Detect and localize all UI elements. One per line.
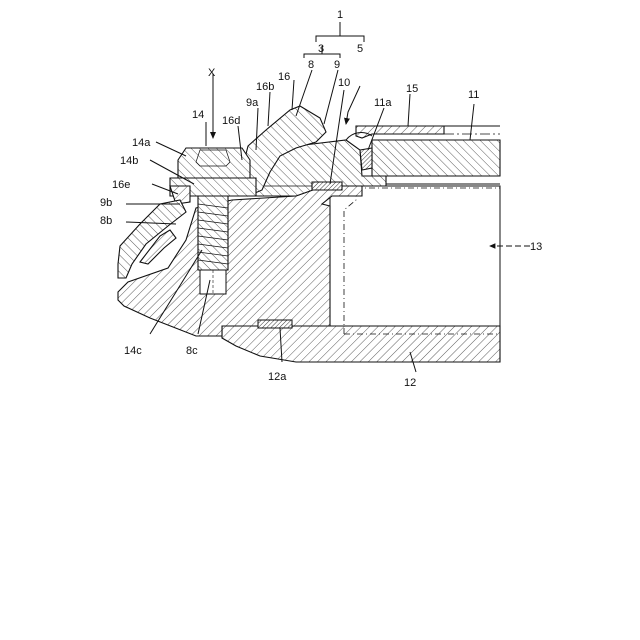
part-13-chamber: [330, 186, 500, 326]
label-x: X: [208, 67, 216, 79]
label-9b: 9b: [100, 197, 112, 209]
label-13: 13: [530, 241, 542, 253]
label-9: 9: [334, 59, 340, 71]
part-12-base: [222, 326, 500, 362]
label-3: 3: [318, 43, 324, 55]
label-16: 16: [278, 71, 290, 83]
part-15-plate: [356, 126, 444, 138]
label-14a: 14a: [132, 137, 151, 149]
label-11: 11: [468, 89, 479, 101]
label-8c: 8c: [186, 345, 198, 357]
part-11-block: [372, 140, 500, 176]
part-14a-bolt-head: [178, 148, 250, 178]
part-10-seal: [312, 182, 342, 190]
label-11a: 11a: [374, 97, 392, 109]
label-9a: 9a: [246, 97, 259, 109]
part-12a-seal: [258, 320, 292, 328]
label-1: 1: [337, 9, 343, 21]
label-12: 12: [404, 377, 416, 389]
label-14: 14: [192, 109, 204, 121]
label-8: 8: [308, 59, 314, 71]
label-8b: 8b: [100, 215, 112, 227]
label-16d: 16d: [222, 115, 240, 127]
part-11a-seal: [360, 148, 372, 170]
label-15: 15: [406, 83, 418, 95]
label-14b: 14b: [120, 155, 138, 167]
label-16e: 16e: [112, 179, 130, 191]
label-12a: 12a: [268, 371, 287, 383]
label-10: 10: [338, 77, 350, 89]
label-14c: 14c: [124, 345, 142, 357]
part-8-body: [118, 186, 362, 336]
label-5: 5: [357, 43, 363, 55]
label-16b: 16b: [256, 81, 274, 93]
